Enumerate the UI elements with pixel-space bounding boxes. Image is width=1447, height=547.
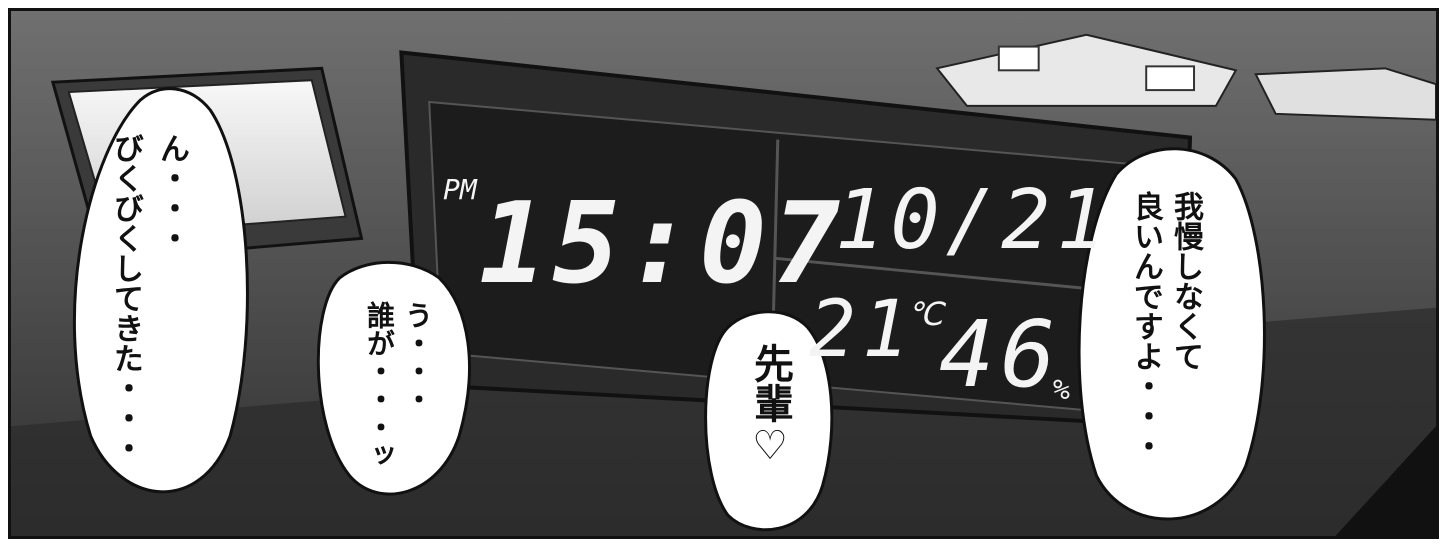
bubble-middle-line2: 誰が・・・ッ <box>363 301 396 469</box>
bubble-right <box>1077 147 1266 521</box>
manga-panel: PM 15:07 10/21 21 ℃ 46 % ん・・・ びくびくしてきた・・… <box>8 8 1439 539</box>
bubble-right-line1: 我慢しなくて <box>1168 191 1203 371</box>
bubble-right-line2: 良いんですよ・・・ <box>1128 191 1163 461</box>
clock-temperature-unit: ℃ <box>907 295 943 333</box>
clock-date: 10/21 <box>835 173 1112 268</box>
clock-ampm: PM <box>443 173 477 206</box>
clock-humidity-unit: % <box>1053 373 1070 406</box>
bubble-center <box>704 310 834 532</box>
scene-illustration <box>11 11 1436 536</box>
bubble-middle <box>316 260 471 496</box>
remote-buttons <box>935 33 1436 121</box>
clock-temperature: 21 <box>809 285 915 375</box>
bubble-center-text: 先輩♡ <box>747 343 793 469</box>
bubble-middle-line1: う・・・ <box>401 301 434 413</box>
bubble-left-line1: ん・・・ <box>154 133 189 253</box>
clock-humidity: 46 <box>939 301 1062 408</box>
bubble-left <box>72 87 249 494</box>
bubble-left-line2: びくびくしてきた・・・ <box>108 133 143 463</box>
clock-time: 15:07 <box>479 179 847 309</box>
